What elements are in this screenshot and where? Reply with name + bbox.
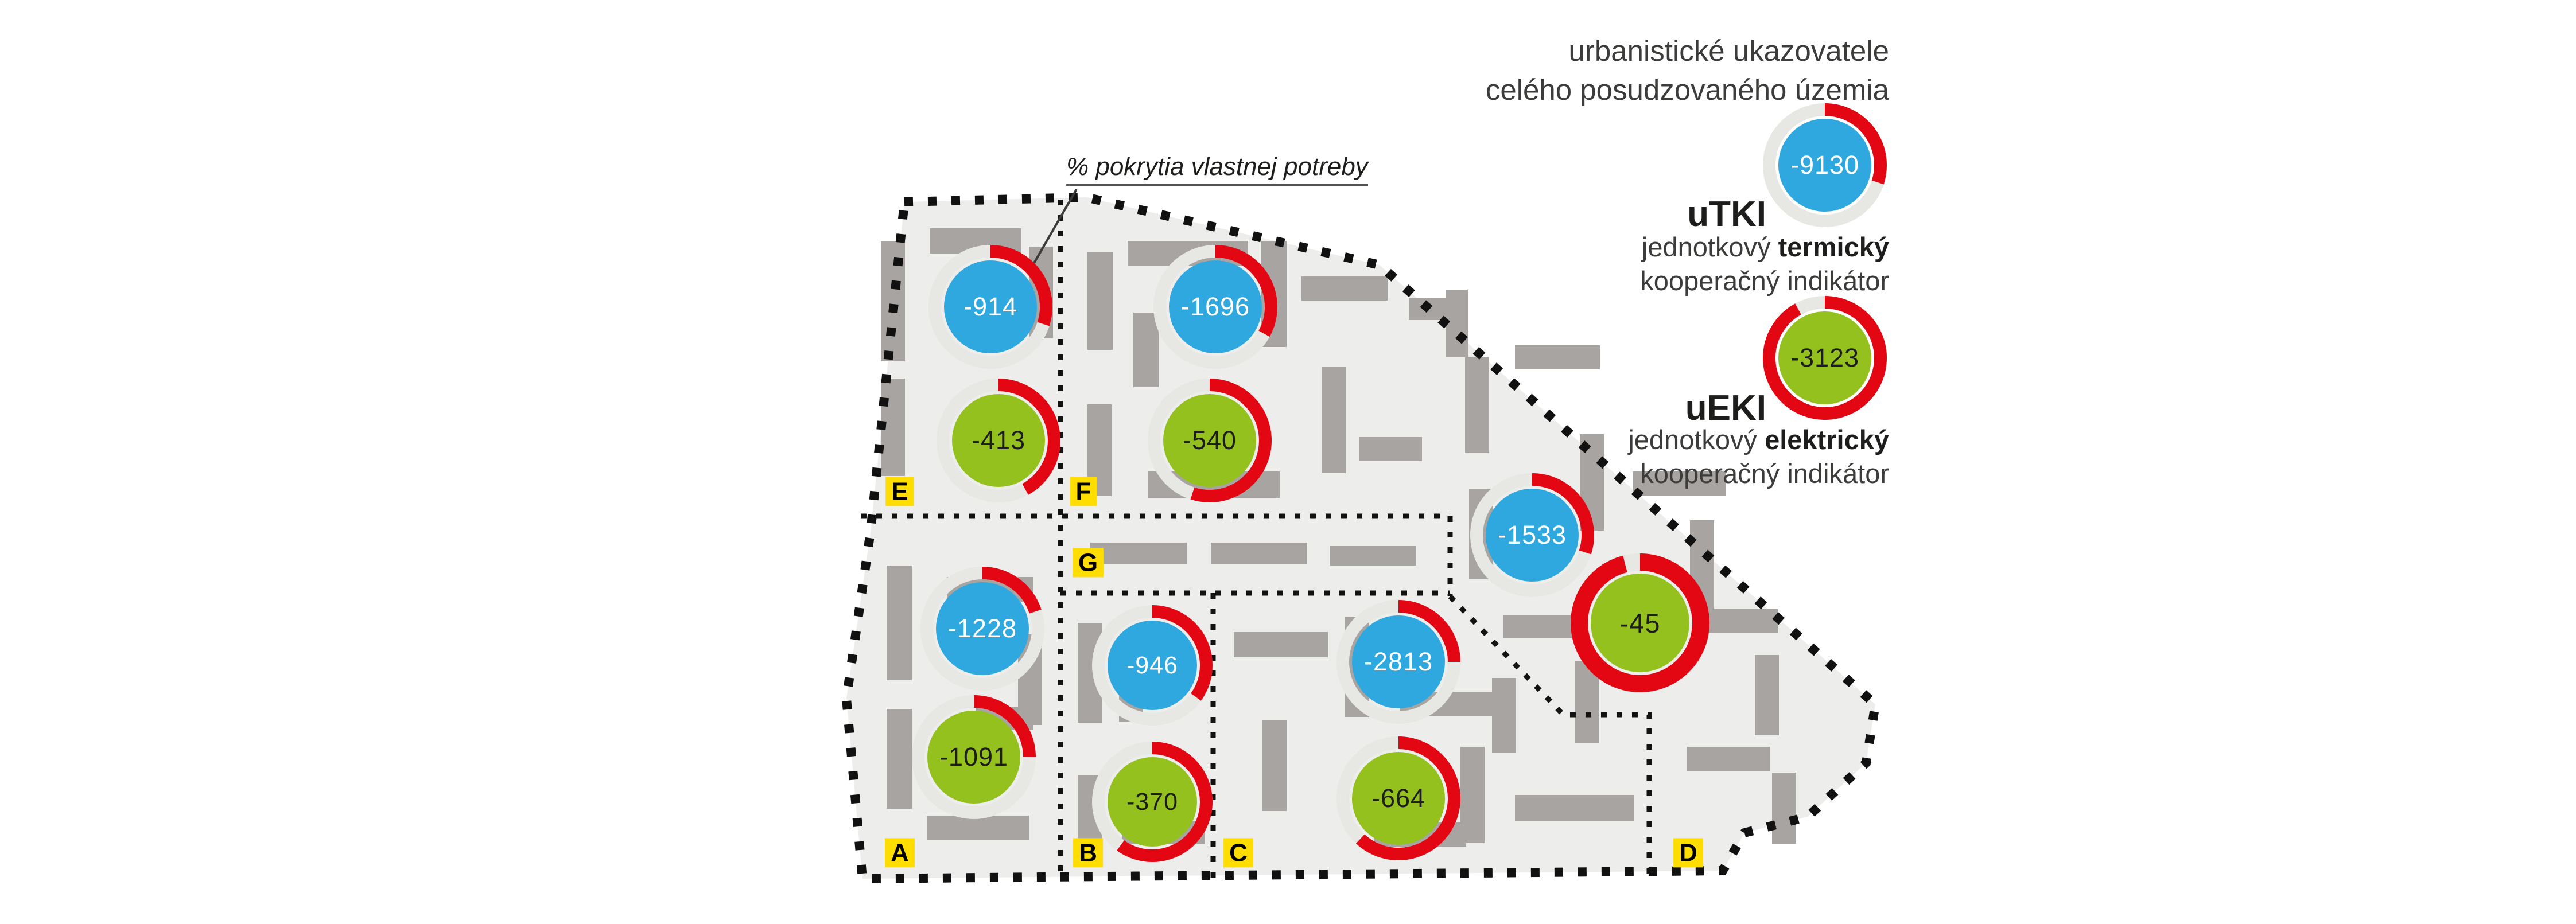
indicator-value: -1696 xyxy=(1180,292,1250,321)
indicator-value: -9130 xyxy=(1790,150,1860,180)
zone-label-a: A xyxy=(885,838,915,868)
indicator-badge-a-ueki: -1091 xyxy=(906,689,1042,825)
indicator-badge-e-ueki: -413 xyxy=(930,372,1067,509)
indicator-badge-e-utki: -914 xyxy=(922,239,1059,375)
indicator-badge-a-utki: -1228 xyxy=(914,560,1051,697)
indicator-value: -914 xyxy=(963,292,1018,321)
indicator-value: -2813 xyxy=(1363,647,1433,676)
ueki-description: jednotkový elektrický kooperačný indikát… xyxy=(1628,423,1889,491)
indicator-badge-legend-ueki: -3123 xyxy=(1757,290,1893,426)
coverage-ring xyxy=(1153,245,1277,369)
annotation-pointer-line xyxy=(1032,189,1078,266)
indicator-value: -3123 xyxy=(1790,343,1860,372)
indicator-value: -1533 xyxy=(1497,520,1567,549)
coverage-ring xyxy=(1092,605,1213,726)
coverage-annotation: % pokrytia vlastnej potreby xyxy=(1066,153,1368,186)
utki-abbr: uTKI xyxy=(1687,194,1766,234)
indicator-value: -664 xyxy=(1371,783,1426,813)
indicator-badge-legend-utki: -9130 xyxy=(1757,97,1893,233)
ueki-desc-line2: kooperačný indikátor xyxy=(1640,458,1889,489)
indicator-value: -946 xyxy=(1126,651,1179,679)
coverage-ring xyxy=(937,379,1060,502)
indicator-value: -540 xyxy=(1182,426,1237,455)
indicator-badge-d-ueki: -45 xyxy=(1562,545,1718,701)
coverage-ring xyxy=(1336,600,1460,724)
coverage-ring xyxy=(920,567,1044,691)
coverage-ring xyxy=(1763,103,1887,227)
indicator-value: -1228 xyxy=(947,614,1017,643)
map-area-fill xyxy=(846,197,1875,879)
coverage-ring xyxy=(1470,473,1594,597)
coverage-ring xyxy=(912,695,1036,819)
indicator-badge-b-ueki: -370 xyxy=(1086,735,1219,868)
indicator-value: -45 xyxy=(1619,607,1661,638)
zone-label-d: D xyxy=(1673,838,1703,868)
ueki-abbr: uEKI xyxy=(1685,388,1766,428)
legend-title-line2: celého posudzovaného územia xyxy=(1485,73,1889,106)
indicator-value: -1091 xyxy=(939,742,1009,771)
indicator-badge-b-utki: -946 xyxy=(1086,599,1219,732)
zone-label-b: B xyxy=(1073,838,1103,868)
coverage-ring xyxy=(1336,736,1460,860)
utki-desc-line2: kooperačný indikátor xyxy=(1640,265,1889,296)
zone-dividers xyxy=(861,200,1652,878)
divider-cd xyxy=(1448,594,1652,874)
indicator-badge-c-utki: -2813 xyxy=(1330,594,1467,730)
indicator-badge-f-utki: -1696 xyxy=(1147,239,1284,375)
coverage-ring xyxy=(1092,742,1213,862)
zone-label-g: G xyxy=(1072,548,1104,578)
coverage-ring xyxy=(1148,379,1272,502)
coverage-ring xyxy=(928,245,1052,369)
zone-label-e: E xyxy=(885,477,914,506)
indicator-value: -413 xyxy=(971,426,1026,455)
utki-description: jednotkový termický kooperačný indikátor xyxy=(1640,231,1889,298)
indicator-badge-f-ueki: -540 xyxy=(1141,372,1278,509)
coverage-ring xyxy=(1571,553,1709,692)
zone-label-c: C xyxy=(1223,838,1253,868)
indicator-badge-c-ueki: -664 xyxy=(1330,730,1467,867)
legend-title: urbanistické ukazovatele celého posudzov… xyxy=(1486,32,1889,110)
ueki-desc-line1: jednotkový elektrický xyxy=(1628,424,1889,455)
coverage-ring xyxy=(1763,296,1887,420)
utki-desc-line1: jednotkový termický xyxy=(1641,232,1889,262)
indicator-badge-g-utki: -1533 xyxy=(1464,467,1600,603)
zone-label-f: F xyxy=(1070,477,1097,506)
indicator-value: -370 xyxy=(1126,787,1179,816)
legend-title-line1: urbanistické ukazovatele xyxy=(1568,34,1890,67)
